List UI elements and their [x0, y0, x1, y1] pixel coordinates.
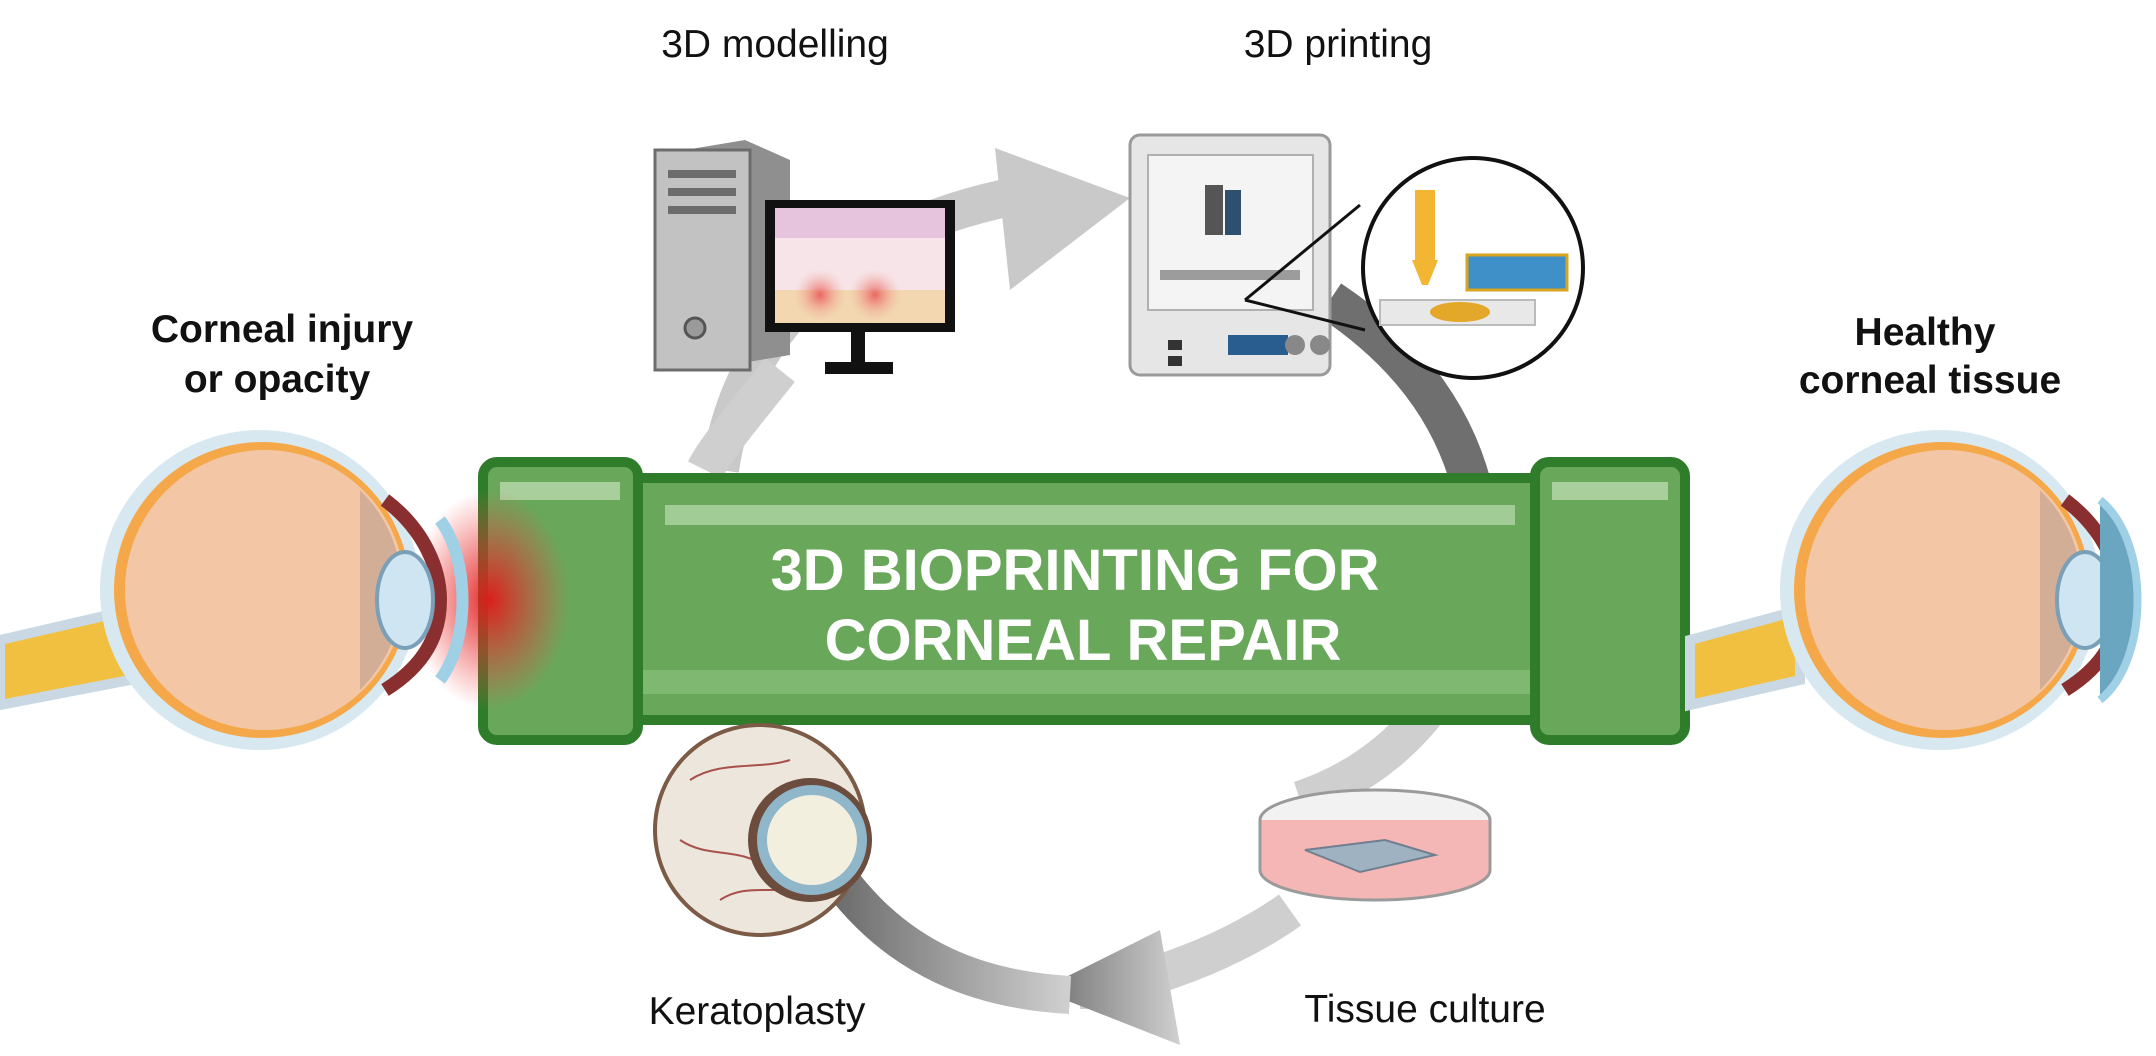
injured-eye-illustration: [0, 430, 469, 750]
right-label-line1: Healthy: [1855, 311, 1996, 354]
arrowhead-to-keratoplasty: [1040, 930, 1180, 1045]
step-label-modelling: 3D modelling: [661, 23, 889, 66]
donor-eye-illustration: [653, 723, 872, 937]
healthy-eye-illustration: [1685, 430, 2142, 750]
banner-title-line2: CORNEAL REPAIR: [825, 608, 1342, 673]
banner-right-cap: [1530, 457, 1690, 745]
right-label-line2: corneal tissue: [1799, 359, 2061, 402]
step-label-printing: 3D printing: [1244, 23, 1433, 66]
computer-illustration: [653, 140, 955, 374]
arrow-bottom-dark: [824, 868, 1072, 1014]
step-label-culture: Tissue culture: [1304, 988, 1545, 1031]
arrow-left-light: [688, 358, 795, 479]
left-label-line2: or opacity: [184, 358, 371, 401]
petri-dish-illustration: [1258, 788, 1492, 902]
banner-title-line1: 3D BIOPRINTING FOR: [770, 538, 1379, 603]
left-label-line1: Corneal injury: [151, 308, 414, 351]
arrowhead-to-printing: [995, 148, 1130, 290]
3d-printer-illustration: [1128, 133, 1585, 380]
step-label-keratoplasty: Keratoplasty: [649, 990, 866, 1033]
